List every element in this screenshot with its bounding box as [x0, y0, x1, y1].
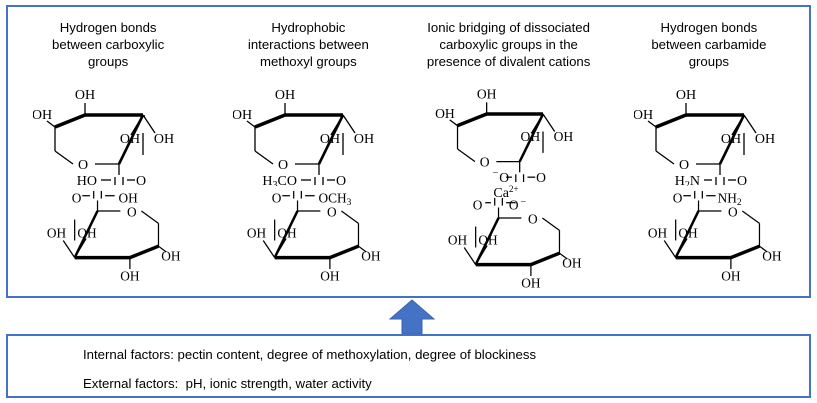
hydroxyl-label-center: OH [721, 132, 741, 147]
hydroxyl-label-bottom: OH [521, 275, 541, 290]
interaction-column-carbamide: Hydrogen bonds between carbamide groups [609, 7, 809, 296]
carbonyl-oxygen-label: O [136, 174, 146, 186]
column-title: Ionic bridging of dissociated carboxylic… [426, 20, 591, 69]
ring-oxygen-label: O [479, 154, 489, 169]
column-title: Hydrogen bonds between carbamide groups [651, 20, 767, 69]
carboxylate-upper: O OH OH OH OH – O O [435, 86, 573, 183]
substituent-label: O [499, 170, 509, 183]
hydroxyl-label-left: OH [634, 108, 653, 123]
galacturonic-acid-lower: O OH OH OH OH OH O [47, 190, 181, 283]
hydroxyl-label-top: OH [75, 88, 95, 103]
interaction-column-methoxyl: Hydrophobic interactions between methoxy… [208, 7, 408, 296]
interaction-columns: Hydrogen bonds between carboxylic groups [8, 7, 809, 296]
carbamide-lower: O OH OH OH OH NH2 O [648, 190, 782, 283]
calcium-ion-label: Ca2+ [493, 184, 518, 201]
galacturonic-acid-upper: O OH OH OH OH HO O [33, 88, 174, 186]
hydroxyl-label-left: OH [448, 233, 468, 248]
hydroxyl-label-right: OH [755, 132, 775, 147]
negative-charge-label: – [520, 197, 526, 207]
column-title: Hydrogen bonds between carboxylic groups [52, 20, 165, 69]
hydroxyl-label-center: OH [678, 226, 698, 241]
carbonyl-oxygen-label: O [536, 170, 546, 183]
hydroxyl-label-left: OH [233, 108, 252, 123]
ring-oxygen-label: O [278, 158, 288, 173]
hydroxyl-label-left: OH [435, 106, 455, 121]
substituent-label: H3CO [263, 174, 298, 186]
hydroxyl-label-center: OH [120, 132, 140, 147]
ring-oxygen-label: O [528, 212, 538, 227]
structure-pair-carbamide: O OH OH OH OH H2N O [634, 81, 784, 290]
substituent-label: HO [77, 174, 97, 186]
carbonyl-oxygen-label: O [673, 190, 683, 205]
substituent-label: H2N [675, 174, 700, 186]
carbonyl-oxygen-label: O [336, 174, 346, 186]
methyl-ester-upper: O OH OH OH OH H3CO O [233, 88, 374, 186]
structure-pair-carboxylic: O OH OH OH OH HO O [33, 81, 183, 290]
hydroxyl-label-center: OH [520, 129, 540, 144]
carbonyl-oxygen-label: O [472, 197, 482, 212]
ring-oxygen-label: O [127, 205, 137, 220]
hydroxyl-label-top: OH [476, 86, 496, 101]
hydroxyl-label-top: OH [676, 88, 696, 103]
internal-factors-line: Internal factors: pectin content, degree… [83, 347, 537, 362]
hydroxyl-label-bottom: OH [721, 268, 741, 283]
hydroxyl-label-bottom: OH [120, 268, 140, 283]
substituent-label: OH [119, 190, 139, 205]
hydroxyl-label-center: OH [278, 226, 298, 241]
factors-panel: Internal factors: pectin content, degree… [6, 334, 811, 398]
structure-pair-ionic: O OH OH OH OH – O O Ca2+ [434, 81, 584, 297]
hydroxyl-label-bottom: OH [321, 268, 341, 283]
substituent-label: NH2 [717, 190, 741, 208]
upward-arrow [389, 299, 435, 334]
hydroxyl-label-top: OH [275, 88, 295, 103]
hydroxyl-label-right: OH [562, 255, 582, 270]
hydroxyl-label-left: OH [33, 108, 52, 123]
interaction-column-ionic-bridging: Ionic bridging of dissociated carboxylic… [409, 7, 609, 296]
interactions-panel: Hydrogen bonds between carboxylic groups [6, 5, 811, 298]
calcium-ion: Ca2+ [493, 184, 518, 201]
carbonyl-oxygen-label: O [72, 190, 82, 205]
carbonyl-oxygen-label: O [272, 190, 282, 205]
substituent-label: OCH3 [319, 190, 352, 208]
hydroxyl-label-left: OH [247, 226, 267, 241]
hydroxyl-label-right: OH [553, 129, 573, 144]
carbonyl-oxygen-label: O [737, 174, 747, 186]
negative-charge-label: – [492, 167, 498, 178]
column-title: Hydrophobic interactions between methoxy… [247, 20, 369, 69]
hydroxyl-label-center: OH [478, 233, 498, 248]
hydroxyl-label-right: OH [154, 132, 174, 147]
hydroxyl-label-right: OH [354, 132, 374, 147]
methyl-ester-lower: O OH OH OH OH OCH3 O [247, 190, 382, 283]
carbamide-upper: O OH OH OH OH H2N O [634, 88, 775, 186]
ring-oxygen-label: O [679, 158, 689, 173]
hydroxyl-label-left: OH [47, 226, 67, 241]
hydroxyl-label-right: OH [362, 248, 382, 263]
ring-oxygen-label: O [78, 158, 88, 173]
hydroxyl-label-right: OH [762, 248, 782, 263]
hydroxyl-label-center: OH [78, 226, 98, 241]
hydroxyl-label-left: OH [648, 226, 668, 241]
ring-oxygen-label: O [728, 205, 738, 220]
hydroxyl-label-right: OH [161, 248, 181, 263]
hydroxyl-label-center: OH [320, 132, 340, 147]
upward-arrow-icon [389, 299, 435, 334]
external-factors-line: External factors: pH, ionic strength, wa… [83, 376, 372, 391]
carboxylate-lower: O OH OH OH OH O – O [448, 197, 582, 290]
substituent-label: O [509, 197, 519, 212]
structure-pair-methoxyl: O OH OH OH OH H3CO O [233, 81, 383, 290]
interaction-column-carboxylic: Hydrogen bonds between carboxylic groups [8, 7, 208, 296]
ring-oxygen-label: O [327, 205, 337, 220]
